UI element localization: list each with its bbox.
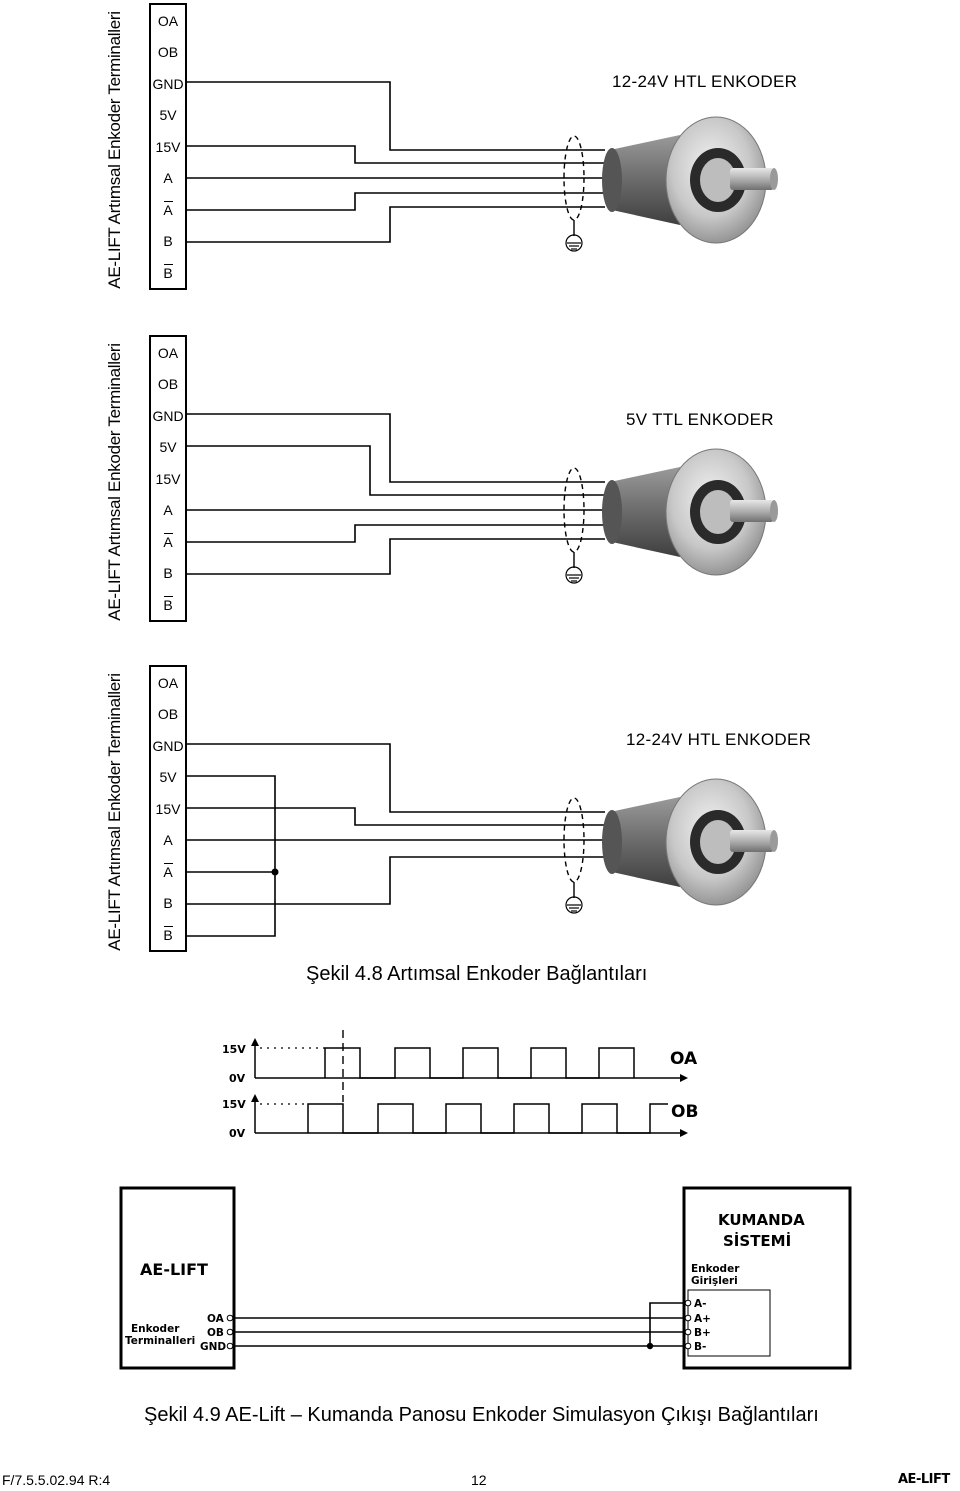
wire-gnd <box>187 743 605 813</box>
panel-ttl-encoder: AE-LIFT Artımsal Enkoder Terminalleri OA… <box>0 332 960 632</box>
oa-high-label: 15V <box>222 1043 246 1056</box>
wire-b <box>187 856 605 905</box>
terminal-a-bar: A <box>151 194 185 226</box>
terminal-a-bar: A <box>151 526 185 558</box>
wire-gnd <box>187 413 605 483</box>
oa-channel-label: OA <box>670 1049 698 1069</box>
terminal-b: B <box>163 895 173 912</box>
terminal-ob: OB <box>157 376 179 393</box>
oa-channel <box>251 1038 688 1082</box>
encoder-image <box>602 778 778 906</box>
panel-htl-encoder-2: AE-LIFT Artımsal Enkoder Terminalleri OA… <box>0 662 960 962</box>
pin-b-minus-label: B- <box>694 1341 706 1353</box>
simulation-diagram: AE-LIFT Enkoder Terminalleri OA OB GND K… <box>119 1186 852 1370</box>
terminal-a: A <box>163 502 173 519</box>
terminal-gnd: GND <box>152 737 184 754</box>
terminal-oa: OA <box>157 674 179 691</box>
pin-oa-label: OA <box>207 1313 225 1325</box>
terminal-15v: 15V <box>155 138 181 155</box>
terminal-gnd: GND <box>152 407 184 424</box>
figure-4-9-caption: Şekil 4.9 AE-Lift – Kumanda Panosu Enkod… <box>144 1404 819 1426</box>
pin-gnd <box>226 1342 234 1350</box>
pin-b-plus-label: B+ <box>694 1327 711 1339</box>
terminal-block: OA OB GND 5V 15V A A B B <box>149 335 187 622</box>
wire-a-bar <box>187 192 605 211</box>
encoder-inputs-label-2: Girişleri <box>691 1275 738 1287</box>
encoder-terminals-label-1: Enkoder <box>131 1323 180 1335</box>
wire-15v <box>187 145 605 164</box>
pin-a-minus <box>684 1299 692 1307</box>
terminal-b-bar: B <box>151 257 185 289</box>
ob-high-label: 15V <box>222 1098 246 1111</box>
terminal-15v: 15V <box>155 470 181 487</box>
terminal-b: B <box>163 565 173 582</box>
pin-ob-label: OB <box>207 1327 224 1339</box>
ob-low-label: 0V <box>229 1127 246 1140</box>
terminal-ob: OB <box>157 706 179 723</box>
wire-a-bar <box>187 524 605 543</box>
pin-a-plus <box>684 1314 692 1322</box>
figure-4-8-caption: Şekil 4.8 Artımsal Enkoder Bağlantıları <box>306 963 648 985</box>
encoder-image <box>602 448 778 576</box>
terminal-ob: OB <box>157 44 179 61</box>
oa-low-label: 0V <box>229 1072 246 1085</box>
kumanda-title-1: KUMANDA <box>718 1211 805 1229</box>
encoder-terminals-label-2: Terminalleri <box>125 1335 195 1347</box>
junction-dot <box>271 868 279 876</box>
wiring-diagram <box>187 413 778 584</box>
encoder-title: 5V TTL ENKODER <box>626 410 774 429</box>
ae-lift-title: AE-LIFT <box>140 1260 208 1279</box>
ae-lift-box <box>119 1186 236 1370</box>
terminal-5v: 5V <box>159 107 177 124</box>
terminal-oa: OA <box>157 12 179 29</box>
terminal-oa: OA <box>157 344 179 361</box>
terminal-a-bar: A <box>151 856 185 888</box>
encoder-title: 12-24V HTL ENKODER <box>612 72 798 91</box>
wire-gnd <box>187 81 605 151</box>
cable-shield <box>563 797 585 914</box>
wiring-diagram <box>187 743 778 937</box>
encoder-image <box>602 116 778 244</box>
pin-b-minus <box>684 1342 692 1350</box>
pin-a-plus-label: A+ <box>694 1313 711 1325</box>
footer-brand: AE-LIFT <box>898 1472 950 1487</box>
pin-gnd-label: GND <box>200 1341 226 1353</box>
encoder-title: 12-24V HTL ENKODER <box>626 730 812 749</box>
wire-b <box>187 206 605 243</box>
pin-ob <box>226 1328 234 1336</box>
pin-oa <box>226 1314 234 1322</box>
terminal-block: OA OB GND 5V 15V A A B B <box>149 3 187 290</box>
terminal-5v: 5V <box>159 769 177 786</box>
panel-htl-encoder-1: AE-LIFT Artımsal Enkoder Terminalleri OA… <box>0 0 960 300</box>
terminal-gnd: GND <box>152 75 184 92</box>
encoder-inputs-label-1: Enkoder <box>691 1263 740 1275</box>
ob-channel <box>251 1094 688 1137</box>
wire-5v <box>187 445 605 496</box>
ob-channel-label: OB <box>671 1102 698 1122</box>
kumanda-title-2: SİSTEMİ <box>723 1231 791 1250</box>
terminal-b-bar: B <box>151 589 185 621</box>
wire-gnd-a-minus <box>649 1302 685 1346</box>
wire-15v <box>187 807 605 826</box>
terminal-a: A <box>163 832 173 849</box>
terminal-b-bar: B <box>151 919 185 951</box>
terminal-b: B <box>163 233 173 250</box>
wiring-diagram <box>187 81 778 252</box>
terminal-block: OA OB GND 5V 15V A A B B <box>149 665 187 952</box>
page-number: 12 <box>471 1472 487 1488</box>
junction-dot <box>646 1342 654 1350</box>
doc-code: F/7.5.5.02.94 R:4 <box>2 1472 111 1488</box>
pin-a-minus-label: A- <box>694 1298 706 1310</box>
wire-5v <box>187 775 276 937</box>
terminal-5v: 5V <box>159 439 177 456</box>
terminal-a: A <box>163 170 173 187</box>
kumanda-box <box>682 1186 852 1370</box>
wire-b <box>187 538 605 575</box>
cable-shield <box>563 467 585 584</box>
pin-b-plus <box>684 1328 692 1336</box>
encoder-inputs-box <box>687 1289 771 1357</box>
terminal-15v: 15V <box>155 800 181 817</box>
cable-shield <box>563 135 585 252</box>
